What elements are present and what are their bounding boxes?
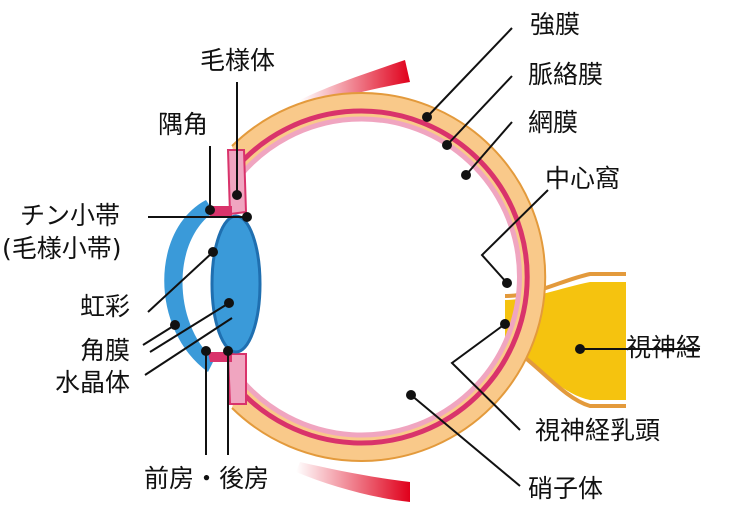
lens (212, 216, 260, 352)
label-chambers: 前房・後房 (144, 466, 269, 491)
label-retina: 網膜 (528, 110, 578, 135)
label-ciliary-body: 毛様体 (200, 48, 275, 73)
label-sclera: 強膜 (530, 12, 580, 37)
label-cornea: 角膜 (80, 338, 130, 363)
label-lens: 水晶体 (55, 370, 130, 395)
inferior-muscle (296, 462, 410, 502)
label-choroid: 脈絡膜 (528, 62, 603, 87)
label-zonule: チン小帯 (20, 203, 120, 228)
label-vitreous: 硝子体 (528, 476, 603, 501)
label-iris: 虹彩 (80, 294, 130, 319)
sclera-outline (232, 93, 545, 461)
label-fovea: 中心窩 (545, 166, 620, 191)
label-zonule-alt: (毛様小帯) (2, 236, 122, 261)
label-optic-nerve: 視神経 (626, 335, 701, 360)
sclera (232, 93, 545, 461)
label-angle: 隅角 (158, 112, 208, 137)
label-optic-disc: 視神経乳頭 (535, 418, 660, 443)
